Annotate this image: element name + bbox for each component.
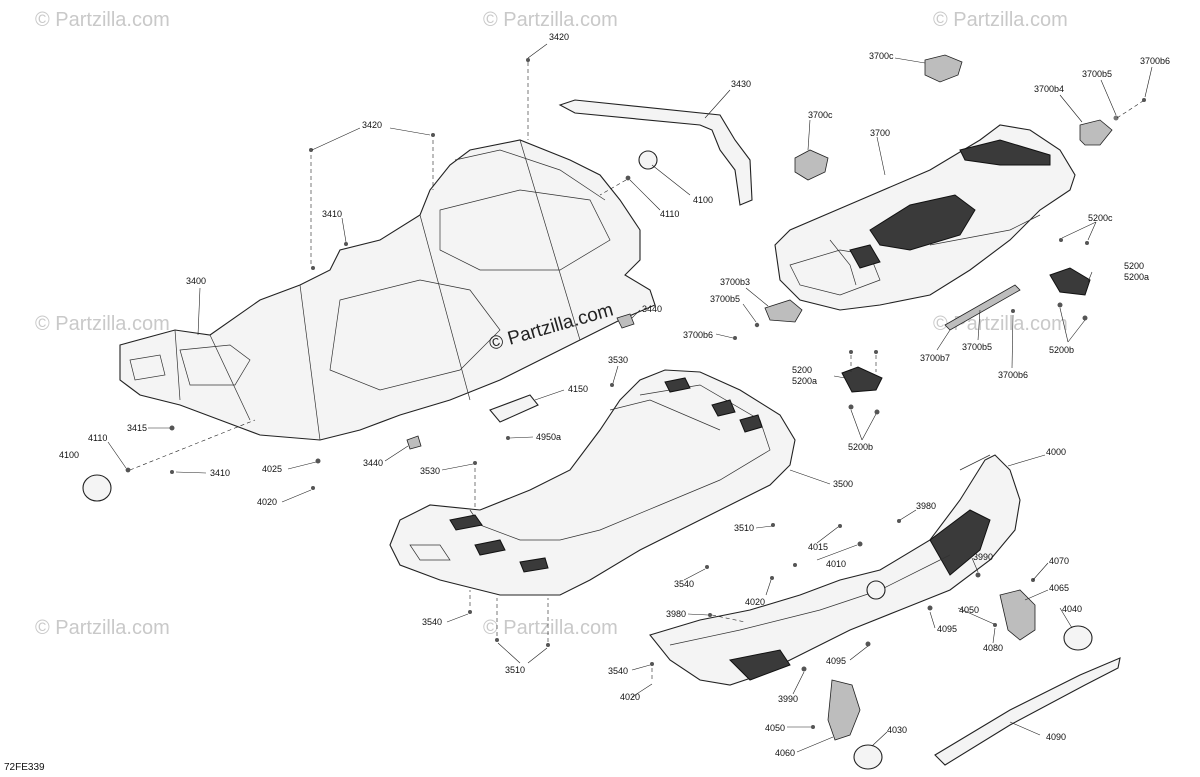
part-label: 4025 — [262, 464, 282, 474]
part-label: 3990 — [973, 552, 993, 562]
part-label: 4095 — [826, 656, 846, 666]
part-label: 3530 — [608, 355, 628, 365]
latch-5200-center — [841, 350, 883, 415]
part-label: 3700b5 — [962, 342, 992, 352]
part-label: 3420 — [362, 120, 382, 130]
watermark: © Partzilla.com — [35, 313, 170, 335]
caps — [82, 150, 658, 502]
bumper-frame-3500 — [389, 369, 796, 596]
part-label: 3700b4 — [1034, 84, 1064, 94]
part-label: 4020 — [257, 497, 277, 507]
part-label: 5200 — [792, 365, 812, 375]
part-label: 3700c — [869, 51, 894, 61]
watermark: © Partzilla.com — [483, 9, 618, 31]
part-label: 3700b3 — [720, 277, 750, 287]
bracket-3700b3 — [733, 299, 803, 340]
part-label: 4050 — [765, 723, 785, 733]
latches-3700c — [794, 54, 963, 181]
part-label: 5200b — [1049, 345, 1074, 355]
part-label: 3700b6 — [1140, 56, 1170, 66]
part-label: 4150 — [568, 384, 588, 394]
brackets-right — [811, 578, 1093, 770]
part-label: 3510 — [734, 523, 754, 533]
part-label: 4020 — [745, 597, 765, 607]
part-label: 3980 — [666, 609, 686, 619]
floor-tray-3400 — [119, 139, 656, 441]
part-label: 3700b6 — [683, 330, 713, 340]
fasteners-center — [468, 383, 775, 647]
fasteners-right — [650, 519, 981, 672]
part-label: 3440 — [363, 458, 383, 468]
storage-lid-3700 — [774, 124, 1076, 311]
part-label: 4070 — [1049, 556, 1069, 566]
part-label: 4010 — [826, 559, 846, 569]
part-label: 3540 — [608, 666, 628, 676]
part-label: 4100 — [693, 195, 713, 205]
part-label: 4095 — [937, 624, 957, 634]
trim-strip-4090 — [934, 657, 1121, 766]
part-label: 4030 — [887, 725, 907, 735]
part-label: 3540 — [674, 579, 694, 589]
part-label: 4950a — [536, 432, 561, 442]
watermark: © Partzilla.com — [483, 617, 618, 639]
part-labels: 3420 3430 3420 3410 3400 4100 4110 3440 … — [59, 32, 1170, 758]
part-label: 5200 — [1124, 261, 1144, 271]
part-label: 3980 — [916, 501, 936, 511]
handle-bar-3430 — [558, 99, 753, 206]
part-label: 3700b6 — [998, 370, 1028, 380]
part-label: 3700b5 — [710, 294, 740, 304]
part-label: 3700c — [808, 110, 833, 120]
part-label: 4020 — [620, 692, 640, 702]
part-label: 5200c — [1088, 213, 1113, 223]
latch-5200-right — [1049, 238, 1091, 321]
part-label: 3430 — [731, 79, 751, 89]
part-label: 4110 — [660, 209, 679, 219]
hinge-3700b4 — [1079, 98, 1146, 146]
part-label: 3700 — [870, 128, 890, 138]
part-label: 3700b5 — [1082, 69, 1112, 79]
part-label: 5200a — [1124, 272, 1149, 282]
part-label: 5200b — [848, 442, 873, 452]
part-label: 3530 — [420, 466, 440, 476]
part-label: 3500 — [833, 479, 853, 489]
part-label: 4080 — [983, 643, 1003, 653]
watermark: © Partzilla.com — [35, 617, 170, 639]
part-label: 3400 — [186, 276, 206, 286]
diagram-code: 72FE339 — [4, 762, 45, 773]
part-label: 4040 — [1062, 604, 1082, 614]
part-label: 4000 — [1046, 447, 1066, 457]
part-label: 3440 — [642, 304, 662, 314]
part-label: 3410 — [210, 468, 230, 478]
part-label: 3410 — [322, 209, 342, 219]
part-label: 3510 — [505, 665, 525, 675]
fasteners-left — [169, 58, 530, 490]
part-label: 3420 — [549, 32, 569, 42]
part-label: 4100 — [59, 450, 79, 460]
part-label: 3415 — [127, 423, 147, 433]
part-label: 4110 — [88, 433, 107, 443]
bracket-4150 — [406, 313, 635, 450]
part-label: 4060 — [775, 748, 795, 758]
watermark: © Partzilla.com — [35, 9, 170, 31]
part-label: 4065 — [1049, 583, 1069, 593]
strap-3700b7 — [944, 284, 1021, 331]
part-label: 5200a — [792, 376, 817, 386]
watermark-layer: © Partzilla.com © Partzilla.com © Partzi… — [35, 9, 1068, 639]
rear-bumper-4000 — [649, 454, 1021, 686]
part-label: 4050 — [959, 605, 979, 615]
part-label: 3990 — [778, 694, 798, 704]
part-label: 3540 — [422, 617, 442, 627]
watermark: © Partzilla.com — [933, 9, 1068, 31]
part-label: 3700b7 — [920, 353, 950, 363]
part-label: 4090 — [1046, 732, 1066, 742]
leader-lines — [107, 43, 1153, 753]
part-label: 4015 — [808, 542, 828, 552]
